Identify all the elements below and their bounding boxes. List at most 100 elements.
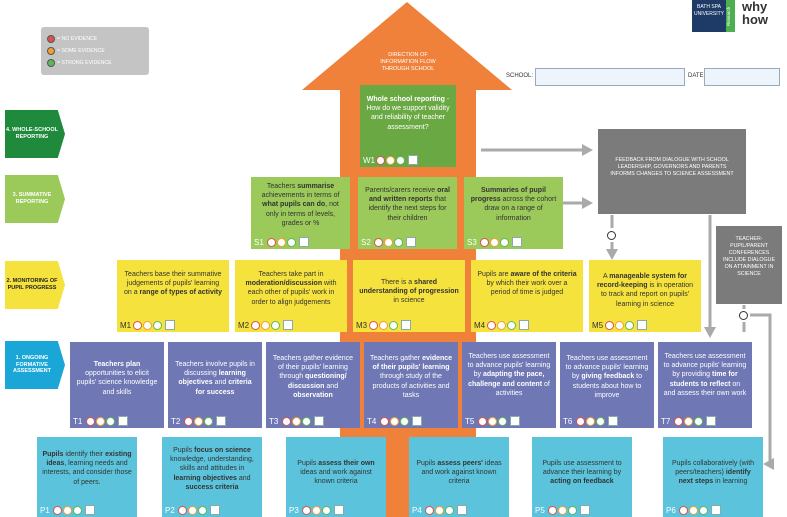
evidence-checkboxes: [86, 416, 128, 426]
notes-box[interactable]: [457, 505, 467, 515]
no-evidence-circle[interactable]: [576, 416, 585, 426]
some-evidence-circle[interactable]: [188, 505, 197, 515]
strong-evidence-circle[interactable]: [625, 320, 634, 330]
some-evidence-circle[interactable]: [684, 416, 693, 426]
no-evidence-circle[interactable]: [674, 416, 683, 426]
strong-evidence-circle[interactable]: [500, 237, 509, 247]
no-evidence-circle[interactable]: [376, 155, 385, 165]
strong-evidence-circle[interactable]: [400, 416, 409, 426]
notes-box[interactable]: [85, 505, 95, 515]
notes-box[interactable]: [165, 320, 175, 330]
some-evidence-circle[interactable]: [277, 237, 286, 247]
level-3-summative-reporting: 3. SUMMATIVE REPORTING: [5, 175, 65, 223]
strong-evidence-circle[interactable]: [699, 505, 708, 515]
no-evidence-circle[interactable]: [302, 505, 311, 515]
notes-box[interactable]: [510, 416, 520, 426]
no-evidence-circle[interactable]: [480, 237, 489, 247]
no-evidence-circle[interactable]: [267, 237, 276, 247]
some-evidence-circle[interactable]: [490, 237, 499, 247]
some-evidence-circle[interactable]: [386, 155, 395, 165]
strong-evidence-circle[interactable]: [694, 416, 703, 426]
no-evidence-circle[interactable]: [178, 505, 187, 515]
some-evidence-circle[interactable]: [194, 416, 203, 426]
some-evidence-circle[interactable]: [586, 416, 595, 426]
date-field[interactable]: [704, 68, 780, 86]
some-evidence-circle[interactable]: [689, 505, 698, 515]
no-evidence-circle[interactable]: [425, 505, 434, 515]
some-evidence-circle[interactable]: [497, 320, 506, 330]
no-evidence-circle[interactable]: [369, 320, 378, 330]
notes-box[interactable]: [299, 237, 309, 247]
strong-evidence-circle[interactable]: [498, 416, 507, 426]
no-evidence-circle[interactable]: [374, 237, 383, 247]
strong-evidence-circle[interactable]: [287, 237, 296, 247]
notes-box[interactable]: [608, 416, 618, 426]
no-evidence-circle[interactable]: [282, 416, 291, 426]
some-evidence-circle[interactable]: [312, 505, 321, 515]
no-evidence-circle[interactable]: [86, 416, 95, 426]
notes-box[interactable]: [412, 416, 422, 426]
notes-box[interactable]: [314, 416, 324, 426]
notes-box[interactable]: [637, 320, 647, 330]
orange-dot-icon: [47, 47, 55, 55]
strong-evidence-circle[interactable]: [302, 416, 311, 426]
no-evidence-circle[interactable]: [133, 320, 142, 330]
some-evidence-circle[interactable]: [488, 416, 497, 426]
some-evidence-circle[interactable]: [261, 320, 270, 330]
no-evidence-circle[interactable]: [605, 320, 614, 330]
notes-box[interactable]: [706, 416, 716, 426]
notes-box[interactable]: [519, 320, 529, 330]
some-evidence-circle[interactable]: [96, 416, 105, 426]
strong-evidence-circle[interactable]: [568, 505, 577, 515]
some-evidence-circle[interactable]: [292, 416, 301, 426]
some-evidence-circle[interactable]: [379, 320, 388, 330]
notes-box[interactable]: [512, 237, 522, 247]
no-evidence-circle[interactable]: [184, 416, 193, 426]
notes-box[interactable]: [210, 505, 220, 515]
evidence-checkboxes: [380, 416, 422, 426]
some-evidence-circle[interactable]: [384, 237, 393, 247]
strong-evidence-circle[interactable]: [153, 320, 162, 330]
notes-box[interactable]: [401, 320, 411, 330]
notes-box[interactable]: [283, 320, 293, 330]
notes-box[interactable]: [580, 505, 590, 515]
some-evidence-circle[interactable]: [435, 505, 444, 515]
strong-evidence-circle[interactable]: [445, 505, 454, 515]
strong-evidence-circle[interactable]: [389, 320, 398, 330]
some-evidence-circle[interactable]: [390, 416, 399, 426]
no-evidence-circle[interactable]: [251, 320, 260, 330]
evidence-checkboxes: [376, 155, 418, 165]
notes-box[interactable]: [334, 505, 344, 515]
notes-box[interactable]: [118, 416, 128, 426]
some-evidence-circle[interactable]: [558, 505, 567, 515]
strong-evidence-circle[interactable]: [106, 416, 115, 426]
evidence-checkboxes: [487, 320, 529, 330]
box-T7: Teachers use assessment to advance pupil…: [658, 342, 752, 428]
strong-evidence-circle[interactable]: [322, 505, 331, 515]
no-evidence-circle[interactable]: [487, 320, 496, 330]
strong-evidence-circle[interactable]: [394, 237, 403, 247]
notes-box[interactable]: [711, 505, 721, 515]
notes-box[interactable]: [406, 237, 416, 247]
no-evidence-circle[interactable]: [478, 416, 487, 426]
notes-box[interactable]: [216, 416, 226, 426]
no-evidence-circle[interactable]: [548, 505, 557, 515]
strong-evidence-circle[interactable]: [73, 505, 82, 515]
strong-evidence-circle[interactable]: [198, 505, 207, 515]
evidence-checkboxes: [267, 237, 309, 247]
no-evidence-circle[interactable]: [679, 505, 688, 515]
strong-evidence-circle[interactable]: [271, 320, 280, 330]
some-evidence-circle[interactable]: [615, 320, 624, 330]
no-evidence-circle[interactable]: [380, 416, 389, 426]
strong-evidence-circle[interactable]: [396, 155, 405, 165]
arrow-title: DIRECTION OF INFORMATION FLOW THROUGH SC…: [380, 52, 436, 73]
some-evidence-circle[interactable]: [63, 505, 72, 515]
strong-evidence-circle[interactable]: [507, 320, 516, 330]
no-evidence-circle[interactable]: [53, 505, 62, 515]
school-field[interactable]: [535, 68, 685, 86]
strong-evidence-circle[interactable]: [596, 416, 605, 426]
notes-box[interactable]: [408, 155, 418, 165]
some-evidence-circle[interactable]: [143, 320, 152, 330]
evidence-checkboxes: [178, 505, 220, 515]
strong-evidence-circle[interactable]: [204, 416, 213, 426]
